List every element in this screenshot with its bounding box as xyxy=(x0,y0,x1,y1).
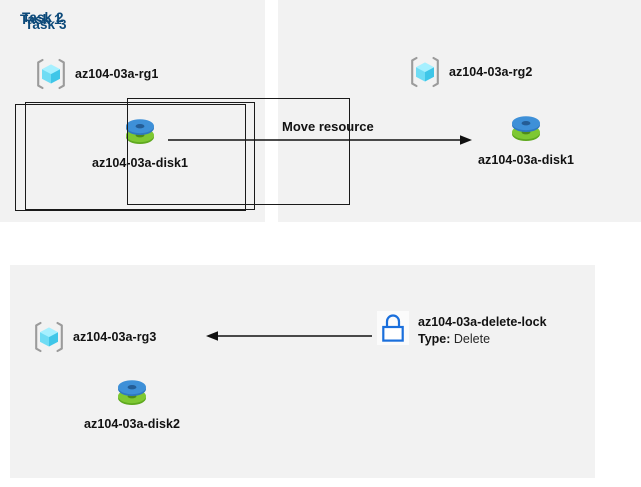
resource-group-label: az104-03a-rg3 xyxy=(73,330,157,344)
resource-group-rg1: az104-03a-rg1 xyxy=(34,57,158,91)
delete-lock-text: az104-03a-delete-lock Type: Delete xyxy=(418,311,547,347)
delete-lock-name: az104-03a-delete-lock xyxy=(418,315,547,329)
managed-disk-icon xyxy=(118,380,146,405)
disk-az104-03a-disk1-task1: az104-03a-disk1 xyxy=(80,113,200,170)
resource-group-icon xyxy=(35,321,63,353)
disk-label: az104-03a-disk1 xyxy=(478,153,574,167)
disk-label: az104-03a-disk1 xyxy=(92,156,188,170)
panel-title-task-2: Task 2 xyxy=(22,10,64,25)
connector-label-move-resource: Move resource xyxy=(282,119,374,134)
connector-delete-lock xyxy=(206,331,372,341)
connector-move-resource xyxy=(168,135,472,145)
managed-disk-icon xyxy=(512,116,540,141)
resource-group-label: az104-03a-rg1 xyxy=(75,67,159,81)
panel-task-2 xyxy=(278,0,641,222)
resource-group-rg3: az104-03a-rg3 xyxy=(32,320,156,354)
disk-az104-03a-disk2-task3: az104-03a-disk2 xyxy=(72,374,192,431)
panel-title-task-3: Task 3 xyxy=(25,17,67,32)
lock-icon-background xyxy=(377,311,409,345)
delete-lock-group: az104-03a-delete-lock Type: Delete xyxy=(377,311,547,347)
delete-lock-type-value: Delete xyxy=(453,332,491,346)
panel-title-task-1: Task 1 xyxy=(20,12,62,27)
lock-icon xyxy=(382,314,404,342)
disk-az104-03a-disk1-task2: az104-03a-disk1 xyxy=(466,110,586,167)
resource-container-task-3 xyxy=(15,104,246,211)
resource-container-task-1 xyxy=(25,102,255,210)
resource-group-rg2: az104-03a-rg2 xyxy=(408,55,532,89)
panel-task-3 xyxy=(10,265,595,478)
resource-container-task-2 xyxy=(127,98,350,205)
delete-lock-type-label: Type: xyxy=(418,332,451,346)
resource-group-icon xyxy=(37,58,65,90)
managed-disk-icon xyxy=(126,119,154,144)
panel-task-1 xyxy=(0,0,265,222)
disk-label: az104-03a-disk2 xyxy=(84,417,180,431)
delete-lock-type: Type: Delete xyxy=(418,331,547,347)
resource-group-label: az104-03a-rg2 xyxy=(449,65,533,79)
resource-group-icon xyxy=(411,56,439,88)
